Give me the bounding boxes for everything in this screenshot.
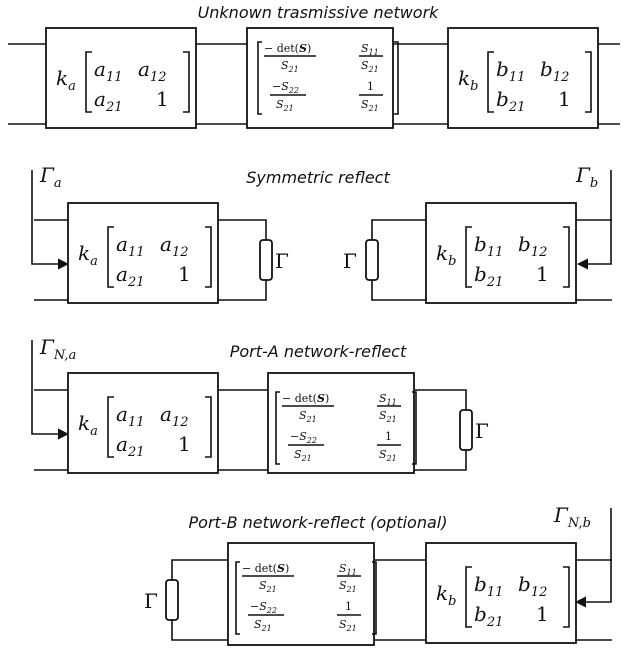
error-box-b <box>447 27 599 129</box>
title-unknown-network: Unknown trasmissive network <box>198 3 440 22</box>
gamma-symbol: Γ <box>275 249 289 273</box>
error-box-a <box>45 27 197 129</box>
reflect-load-a <box>259 239 273 281</box>
row-port-a-network-reflect: Port-A network-reflect ΓN,a Γ <box>31 335 489 474</box>
row-symmetric-reflect: Symmetric reflect Γa Γb Γ Γ <box>31 163 612 304</box>
gamma-nb-label: ΓN,b <box>553 503 591 531</box>
arrow-gamma-nb <box>574 508 612 608</box>
reflect-load-port-b <box>165 579 179 621</box>
reflect-load-b <box>365 239 379 281</box>
title-symmetric-reflect: Symmetric reflect <box>246 168 390 187</box>
error-box-b-port-b <box>425 542 577 644</box>
arrow-gamma-b <box>576 170 612 270</box>
gamma-symbol: Γ <box>475 419 489 443</box>
error-box-b-reflect <box>425 202 577 304</box>
error-box-a-reflect <box>67 202 219 304</box>
row-unknown-network: Unknown trasmissive network <box>8 3 620 129</box>
gamma-symbol: Γ <box>343 249 357 273</box>
gamma-a-label: Γa <box>39 163 62 191</box>
title-port-b-reflect: Port-B network-reflect (optional) <box>189 513 448 532</box>
gamma-symbol: Γ <box>144 589 158 613</box>
error-box-a-port-a <box>67 372 219 474</box>
gamma-b-label: Γb <box>575 163 598 191</box>
title-port-a-reflect: Port-A network-reflect <box>230 342 407 361</box>
arrow-gamma-a <box>31 170 70 270</box>
arrow-gamma-na <box>31 340 70 440</box>
network-matrix-box-port-b <box>227 542 377 646</box>
network-matrix-box-port-a <box>267 372 417 474</box>
gamma-na-label: ΓN,a <box>39 335 76 363</box>
row-port-b-network-reflect: Port-B network-reflect (optional) ΓN,b Γ <box>144 503 612 646</box>
network-matrix-box <box>246 27 399 129</box>
reflect-load-port-a <box>459 409 473 451</box>
